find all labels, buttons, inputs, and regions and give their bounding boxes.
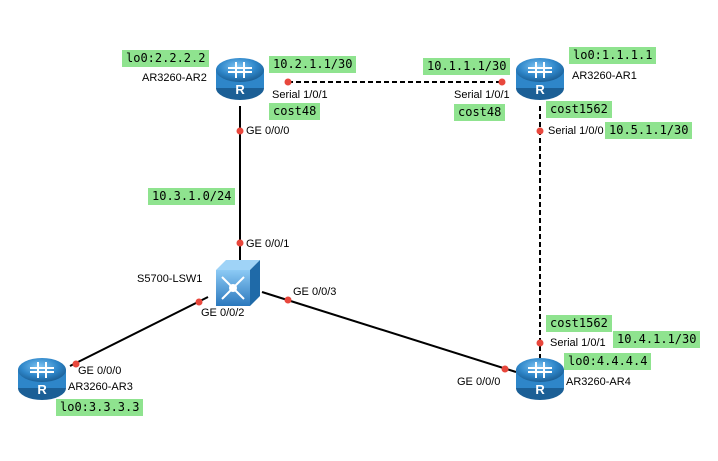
svg-text:R: R bbox=[235, 82, 245, 97]
port-label: GE 0/0/0 bbox=[457, 376, 501, 388]
port-dot bbox=[236, 239, 244, 247]
port-dot bbox=[498, 78, 506, 86]
device-name-ar1: AR3260-AR1 bbox=[572, 70, 637, 82]
port-dot bbox=[195, 298, 203, 306]
device-name-ar2: AR3260-AR2 bbox=[142, 72, 207, 84]
svg-text:R: R bbox=[535, 382, 545, 397]
port-label: GE 0/0/1 bbox=[246, 238, 290, 250]
port-dots bbox=[72, 78, 544, 373]
port-dot bbox=[284, 296, 292, 304]
port-dot bbox=[236, 127, 244, 135]
router-icon[interactable]: R bbox=[516, 358, 564, 400]
ip-tag: 10.4.1.1/30 bbox=[613, 331, 701, 348]
loopback-tag-ar4: lo0:4.4.4.4 bbox=[564, 353, 652, 370]
cost-tag: cost1562 bbox=[546, 315, 612, 332]
loopback-tag-ar3: lo0:3.3.3.3 bbox=[56, 399, 144, 416]
port-label: GE 0/0/0 bbox=[246, 125, 290, 137]
ip-tag: 10.5.1.1/30 bbox=[605, 122, 693, 139]
device-name-ar4: AR3260-AR4 bbox=[566, 376, 631, 388]
cost-tag: cost48 bbox=[454, 104, 506, 121]
port-dot bbox=[536, 127, 544, 135]
device-name-ar3: AR3260-AR3 bbox=[68, 381, 133, 393]
device-name-lsw1: S5700-LSW1 bbox=[137, 273, 203, 285]
switch-icon[interactable] bbox=[216, 260, 260, 306]
port-dot bbox=[284, 78, 292, 86]
port-label: Serial 1/0/1 bbox=[454, 89, 510, 101]
link-lsw-ar3 bbox=[69, 296, 209, 367]
router-icon[interactable]: R bbox=[18, 358, 66, 400]
ip-tag: 10.2.1.1/30 bbox=[269, 56, 357, 73]
cost-tag: cost1562 bbox=[546, 101, 612, 118]
port-label: GE 0/0/2 bbox=[201, 307, 245, 319]
port-dot bbox=[536, 339, 544, 347]
port-label: GE 0/0/0 bbox=[78, 365, 122, 377]
cost-tag: cost48 bbox=[269, 103, 321, 120]
router-icon[interactable]: R bbox=[216, 58, 264, 100]
port-label: Serial 1/0/1 bbox=[272, 89, 328, 101]
network-tag: 10.3.1.0/24 bbox=[148, 188, 236, 205]
loopback-tag-ar1: lo0:1.1.1.1 bbox=[569, 47, 657, 64]
port-label: GE 0/0/3 bbox=[293, 286, 337, 298]
port-dot bbox=[72, 360, 80, 368]
port-label: Serial 1/0/1 bbox=[550, 337, 606, 349]
router-icon[interactable]: R bbox=[516, 58, 564, 100]
port-dot bbox=[501, 365, 509, 373]
svg-text:R: R bbox=[535, 82, 545, 97]
port-label: Serial 1/0/0 bbox=[548, 125, 604, 137]
link-lsw-ar4 bbox=[261, 291, 517, 373]
loopback-tag-ar2: lo0:2.2.2.2 bbox=[122, 50, 210, 67]
svg-text:R: R bbox=[37, 382, 47, 397]
ip-tag: 10.1.1.1/30 bbox=[423, 58, 511, 75]
